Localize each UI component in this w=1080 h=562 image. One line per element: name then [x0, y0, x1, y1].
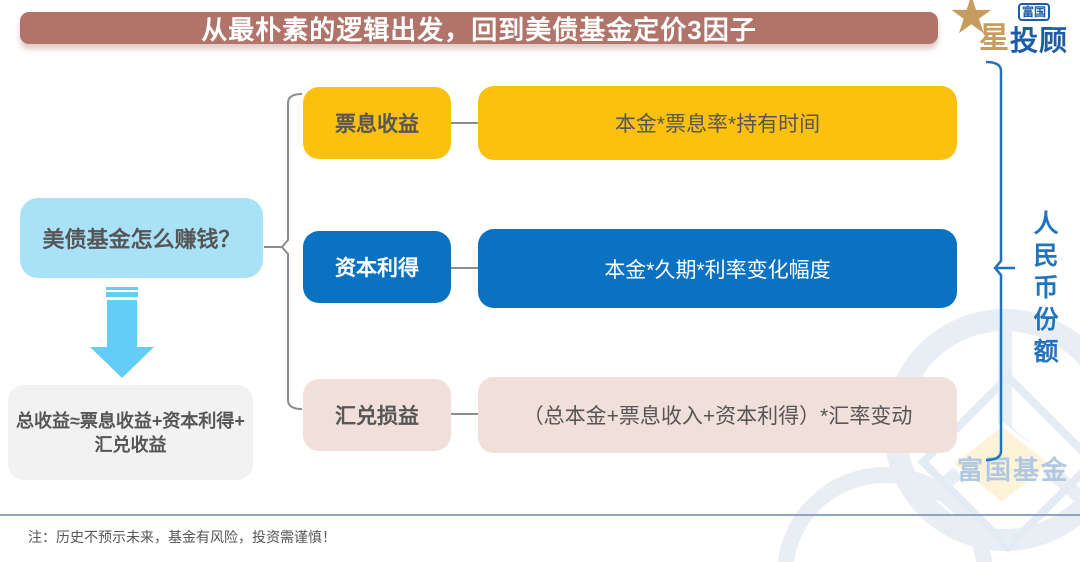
formula-text: （总本金+票息收入+资本利得）*汇率变动 — [522, 405, 913, 428]
question-box: 美债基金怎么赚钱？ — [20, 198, 263, 278]
summary-box: 总收益≈票息收益+资本利得+ 汇兑收益 — [8, 385, 253, 480]
watermark-brand-text: 富国基金 — [957, 455, 1070, 485]
formula-box-coupon-income: 本金*票息率*持有时间 — [478, 86, 957, 160]
page-title: 从最朴素的逻辑出发，回到美债基金定价3因子 — [201, 14, 757, 45]
row-label-coupon-income: 票息收益 — [303, 87, 451, 159]
star-icon: ★ — [948, 0, 995, 45]
row-label-text: 资本利得 — [335, 257, 419, 280]
row-label-text: 票息收益 — [335, 113, 419, 136]
summary-line-2: 汇兑收益 — [94, 434, 167, 455]
row-label-text: 汇兑损益 — [335, 405, 419, 428]
formula-text: 本金*票息率*持有时间 — [614, 113, 821, 136]
row-label-capital-gain: 资本利得 — [303, 231, 451, 303]
question-box-label: 美债基金怎么赚钱？ — [42, 227, 241, 252]
row-label-fx-gain-loss: 汇兑损益 — [303, 379, 451, 451]
logo-star-char: 星 — [979, 22, 1009, 55]
formula-box-capital-gain: 本金*久期*利率变化幅度 — [478, 229, 957, 308]
logo-brand-main: 投顾 — [1010, 25, 1069, 56]
brand-logo: ★ 星 富国 投顾 — [948, 0, 1080, 56]
formula-box-fx-gain-loss: （总本金+票息收入+资本利得）*汇率变动 — [478, 377, 957, 453]
disclaimer-note: 注：历史不预示未来，基金有风险，投资需谨慎！ — [28, 529, 336, 545]
formula-text: 本金*久期*利率变化幅度 — [604, 258, 831, 282]
summary-line-1: 总收益≈票息收益+资本利得+ — [16, 410, 245, 431]
logo-brand-small: 富国 — [1018, 3, 1051, 21]
rmb-share-class-label: 人民币份额 — [1030, 210, 1058, 370]
footer-divider — [0, 514, 1080, 516]
title-banner: 从最朴素的逻辑出发，回到美债基金定价3因子 — [20, 12, 938, 45]
